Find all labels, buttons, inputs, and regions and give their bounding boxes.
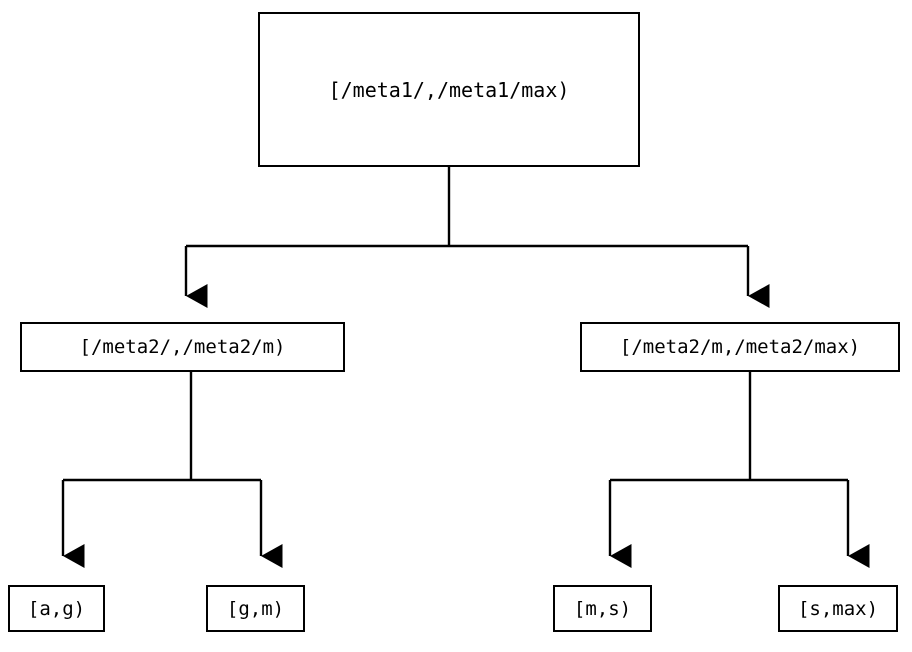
tree-node-mid-right: [/meta2/m,/meta2/max) bbox=[580, 322, 900, 372]
tree-node-leaf-3: [s,max) bbox=[778, 585, 898, 632]
tree-node-leaf-1: [g,m) bbox=[206, 585, 305, 632]
tree-node-mid-left: [/meta2/,/meta2/m) bbox=[20, 322, 345, 372]
tree-node-root: [/meta1/,/meta1/max) bbox=[258, 12, 640, 167]
tree-node-leaf-0: [a,g) bbox=[8, 585, 105, 632]
tree-node-leaf-2: [m,s) bbox=[553, 585, 652, 632]
